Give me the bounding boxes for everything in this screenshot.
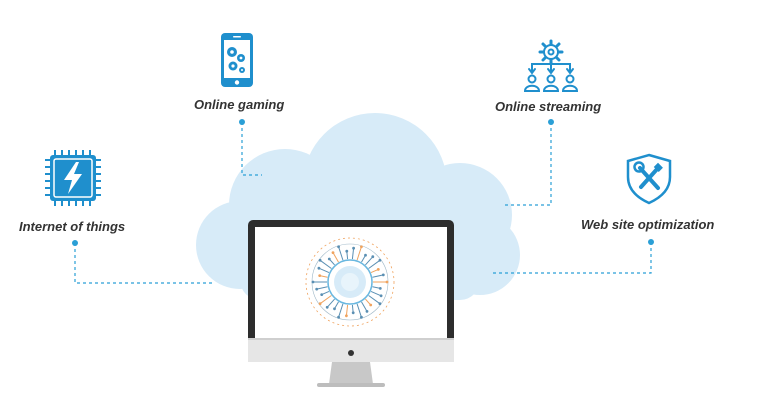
circuit-ray: [332, 252, 339, 263]
circuit-node: [379, 294, 383, 298]
circuit-ray: [356, 303, 362, 318]
circuit-node: [378, 287, 382, 290]
connector-online-gaming: [241, 122, 262, 176]
circuit-ray: [345, 304, 349, 316]
circuit-node: [369, 303, 373, 307]
circuit-node: [333, 307, 336, 311]
connectors: [74, 122, 652, 284]
circuit-node: [315, 287, 319, 291]
circuit-node: [345, 314, 348, 318]
circuit-ray: [351, 248, 355, 260]
circuit-ray: [316, 286, 328, 290]
lightning-chip-icon: [45, 150, 101, 206]
connector-web-site-optimization: [492, 242, 652, 274]
circuit-ray: [361, 301, 368, 312]
circuit-node: [327, 257, 331, 261]
circuit-node: [371, 255, 375, 259]
circuit-ray: [326, 298, 335, 308]
circuit-node: [352, 246, 355, 250]
circuit-node: [337, 315, 340, 319]
phone-gears-icon: [221, 33, 253, 87]
circuit-brain-icon: [305, 237, 395, 327]
circuit-node: [320, 293, 324, 296]
circuit-ray: [372, 274, 384, 278]
circuit-node: [385, 280, 389, 284]
circuit-node: [360, 315, 363, 319]
shield-tools-icon: [626, 153, 672, 205]
circuit-ray: [370, 290, 382, 297]
label-online-streaming: Online streaming: [495, 99, 602, 114]
circuit-node: [378, 302, 382, 306]
circuit-node: [351, 311, 355, 315]
circuit-ray: [365, 256, 374, 266]
label-internet-of-things: Internet of things: [19, 219, 126, 234]
circuit-node: [318, 274, 322, 277]
circuit-ray: [318, 267, 330, 274]
gear-users-network-icon: [523, 39, 579, 92]
circuit-node: [325, 305, 329, 309]
circuit-node: [360, 245, 363, 249]
circuit-node: [365, 310, 369, 313]
circuit-node: [364, 253, 367, 257]
circuit-ray: [319, 295, 332, 305]
monitor-base: [317, 383, 385, 387]
circuit-node: [311, 280, 315, 284]
circuit-ray: [338, 303, 344, 318]
circuit-node: [378, 258, 382, 262]
connector-dots: [72, 119, 654, 246]
connector-online-streaming: [505, 122, 552, 206]
circuit-node: [331, 251, 335, 254]
monitor-stand: [329, 362, 373, 384]
circuit-node: [318, 302, 322, 306]
circuit-node: [318, 258, 322, 262]
label-online-gaming: Online gaming: [194, 97, 285, 112]
monitor-power-dot: [348, 350, 354, 356]
circuit-node: [345, 249, 349, 253]
circuit-node: [317, 266, 321, 270]
circuit-node: [337, 245, 340, 249]
connector-internet-of-things: [74, 243, 215, 284]
circuit-node: [376, 268, 380, 271]
circuit-node: [381, 273, 385, 277]
circuit-ray: [338, 246, 344, 261]
circuit-ray: [368, 259, 381, 269]
label-web-site-optimization: Web site optimization: [581, 217, 715, 232]
circuit-ray: [356, 246, 362, 261]
circuit-ray: [319, 259, 332, 269]
circuit-ray: [368, 295, 381, 305]
